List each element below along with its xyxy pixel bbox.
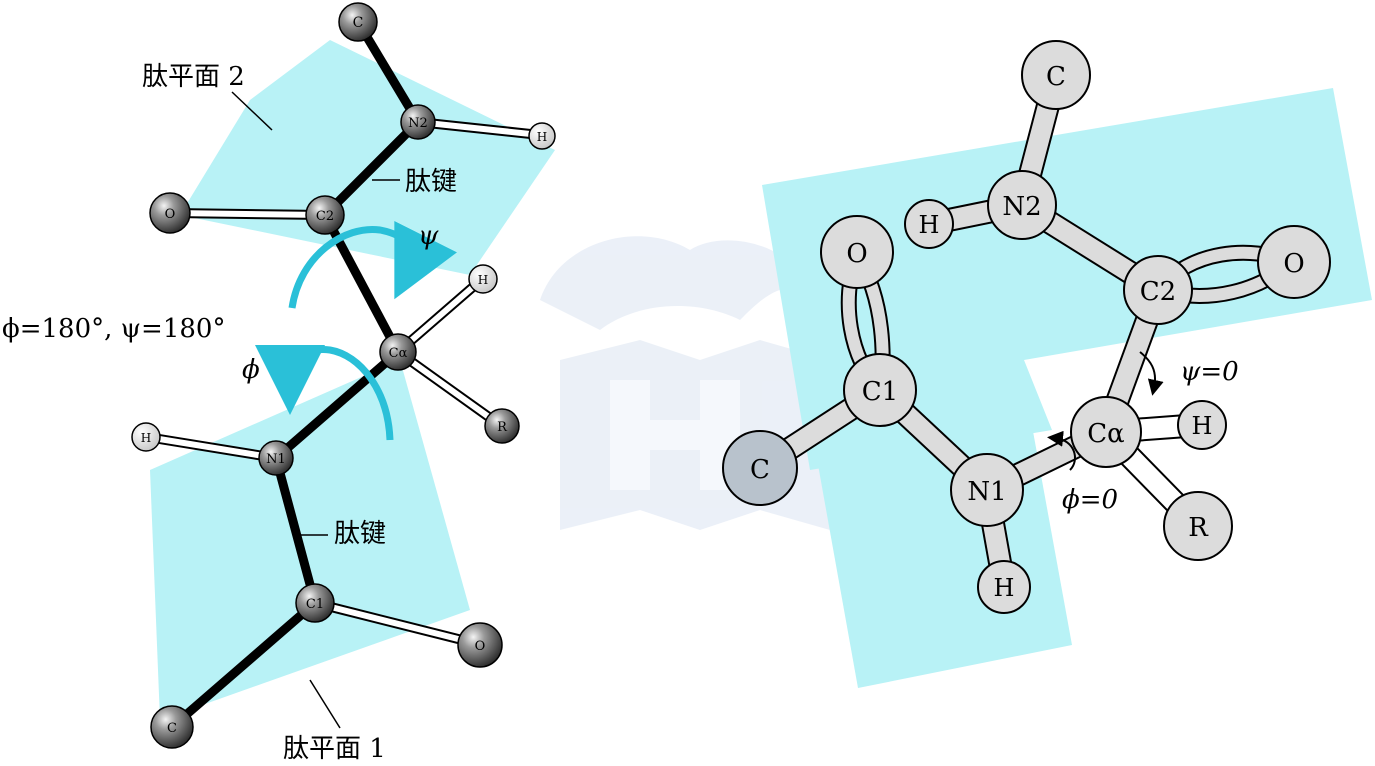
- phi-label: ϕ: [242, 355, 260, 385]
- svg-text:C: C: [353, 15, 364, 31]
- svg-text:O: O: [475, 639, 486, 654]
- atom-n1-right: N1: [950, 453, 1024, 527]
- atom-ca-right: Cα: [1070, 396, 1142, 468]
- atom-o-c2-right: O: [1257, 225, 1331, 299]
- atom-n2-right: N2: [987, 170, 1057, 240]
- svg-text:C1: C1: [862, 377, 898, 407]
- peptide-plane-2-label: 肽平面 2: [142, 62, 245, 92]
- phi-zero-label: ϕ=0: [1062, 485, 1118, 515]
- atom-c-left-right: C: [722, 430, 798, 506]
- svg-text:Cα: Cα: [1087, 419, 1124, 449]
- svg-text:O: O: [165, 207, 176, 222]
- peptide-bond-label-top: 肽键: [405, 167, 457, 197]
- atom-h-n1: H: [131, 422, 161, 452]
- svg-text:C2: C2: [1140, 277, 1176, 307]
- svg-text:N1: N1: [967, 477, 1006, 507]
- svg-text:C: C: [750, 455, 770, 485]
- svg-text:N1: N1: [266, 452, 286, 467]
- svg-text:R: R: [497, 420, 508, 435]
- svg-text:Cα: Cα: [389, 346, 408, 361]
- atom-h-ca-right: H: [1177, 400, 1227, 450]
- svg-text:N2: N2: [1002, 192, 1041, 222]
- peptide-bond-label-bottom: 肽键: [334, 519, 386, 549]
- svg-text:H: H: [141, 431, 151, 445]
- atom-c2-right: C2: [1123, 255, 1193, 325]
- atom-ca: Cα: [379, 333, 417, 371]
- atom-o-c1: O: [457, 622, 503, 668]
- peptide-plane-1: [150, 360, 470, 720]
- atom-r: R: [484, 408, 520, 444]
- atom-r-right: R: [1163, 491, 1233, 561]
- svg-text:C1: C1: [306, 597, 324, 612]
- psi-zero-label: ψ=0: [1180, 357, 1239, 387]
- svg-text:C: C: [167, 721, 177, 736]
- svg-text:C: C: [1046, 62, 1066, 92]
- svg-text:N2: N2: [408, 116, 428, 131]
- atom-c1-right: C1: [843, 353, 917, 427]
- atom-c1: C1: [295, 583, 335, 623]
- right-structure: C N2 H C2 O O C1 C: [722, 40, 1372, 688]
- atom-c2: C2: [305, 195, 345, 235]
- psi-rotation-arrow: [288, 221, 457, 309]
- atom-o-c2: O: [149, 192, 191, 234]
- angles-label: ϕ=180°, ψ=180°: [2, 314, 225, 344]
- peptide-plane-upper: [762, 88, 1372, 470]
- svg-text:O: O: [1283, 249, 1304, 279]
- psi-zero-arrow: [1139, 351, 1164, 396]
- svg-text:H: H: [994, 574, 1015, 602]
- atom-h-n2-right: H: [904, 199, 954, 249]
- atom-c-top: C: [338, 2, 378, 42]
- phi-rotation-arrow: [255, 344, 394, 441]
- atom-o-c1-right: O: [820, 215, 894, 289]
- atom-h-n1-right: H: [977, 560, 1031, 614]
- svg-text:C2: C2: [316, 209, 334, 224]
- peptide-plane-1-label: 肽平面 1: [283, 734, 386, 764]
- svg-text:H: H: [919, 211, 940, 239]
- svg-text:O: O: [846, 239, 867, 269]
- atom-n1: N1: [258, 440, 294, 476]
- atom-c-top-right: C: [1021, 40, 1091, 110]
- svg-text:R: R: [1188, 513, 1209, 543]
- atom-h-n2: H: [528, 122, 556, 150]
- svg-text:H: H: [537, 130, 547, 144]
- watermark: [540, 236, 830, 530]
- atom-c-bottom: C: [150, 705, 194, 749]
- svg-text:H: H: [478, 273, 488, 287]
- psi-label: ψ: [418, 221, 439, 251]
- atom-h-ca: H: [468, 264, 498, 294]
- phi-zero-arrow: [1047, 430, 1076, 471]
- left-structure: C N2 H O C2 H Cα R: [2, 2, 556, 764]
- svg-text:H: H: [1192, 412, 1213, 440]
- atom-n2: N2: [400, 104, 436, 140]
